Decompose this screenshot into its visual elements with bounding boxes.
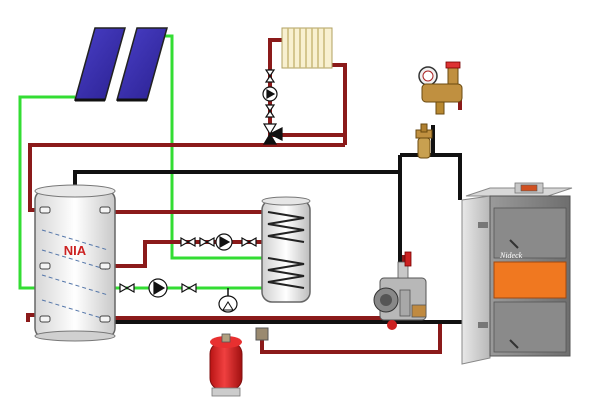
expansion-vessel-icon [218, 288, 238, 313]
valve-icon [180, 236, 196, 248]
valve-icon [119, 282, 135, 294]
solar-pump-line [119, 278, 238, 313]
radiator-icon [281, 27, 333, 69]
safety-group-icon [418, 61, 463, 115]
coil-pump-line [180, 233, 257, 251]
storage-tank-icon: NIA [34, 184, 116, 342]
valve-icon [199, 236, 215, 248]
pump-icon [262, 86, 278, 102]
expansion-vessel-icon [209, 327, 269, 397]
valve-icon [264, 104, 276, 118]
pump-icon [215, 233, 233, 251]
return-pipes [73, 125, 470, 324]
coil-tank-icon [261, 196, 311, 303]
air-vent-icon [415, 123, 433, 159]
pump-group-icon [373, 251, 427, 330]
pump-icon [148, 278, 168, 298]
three-way-valve-icon [262, 123, 283, 145]
boiler-icon: Nideck [461, 182, 573, 365]
valve-icon [241, 236, 257, 248]
valve-icon [181, 282, 197, 294]
boiler-brand-label: Nideck [499, 251, 523, 260]
solar-collector-icon [74, 27, 168, 102]
valve-icon [264, 69, 276, 83]
radiator-circuit [262, 69, 283, 145]
tank-brand-label: NIA [64, 243, 87, 258]
